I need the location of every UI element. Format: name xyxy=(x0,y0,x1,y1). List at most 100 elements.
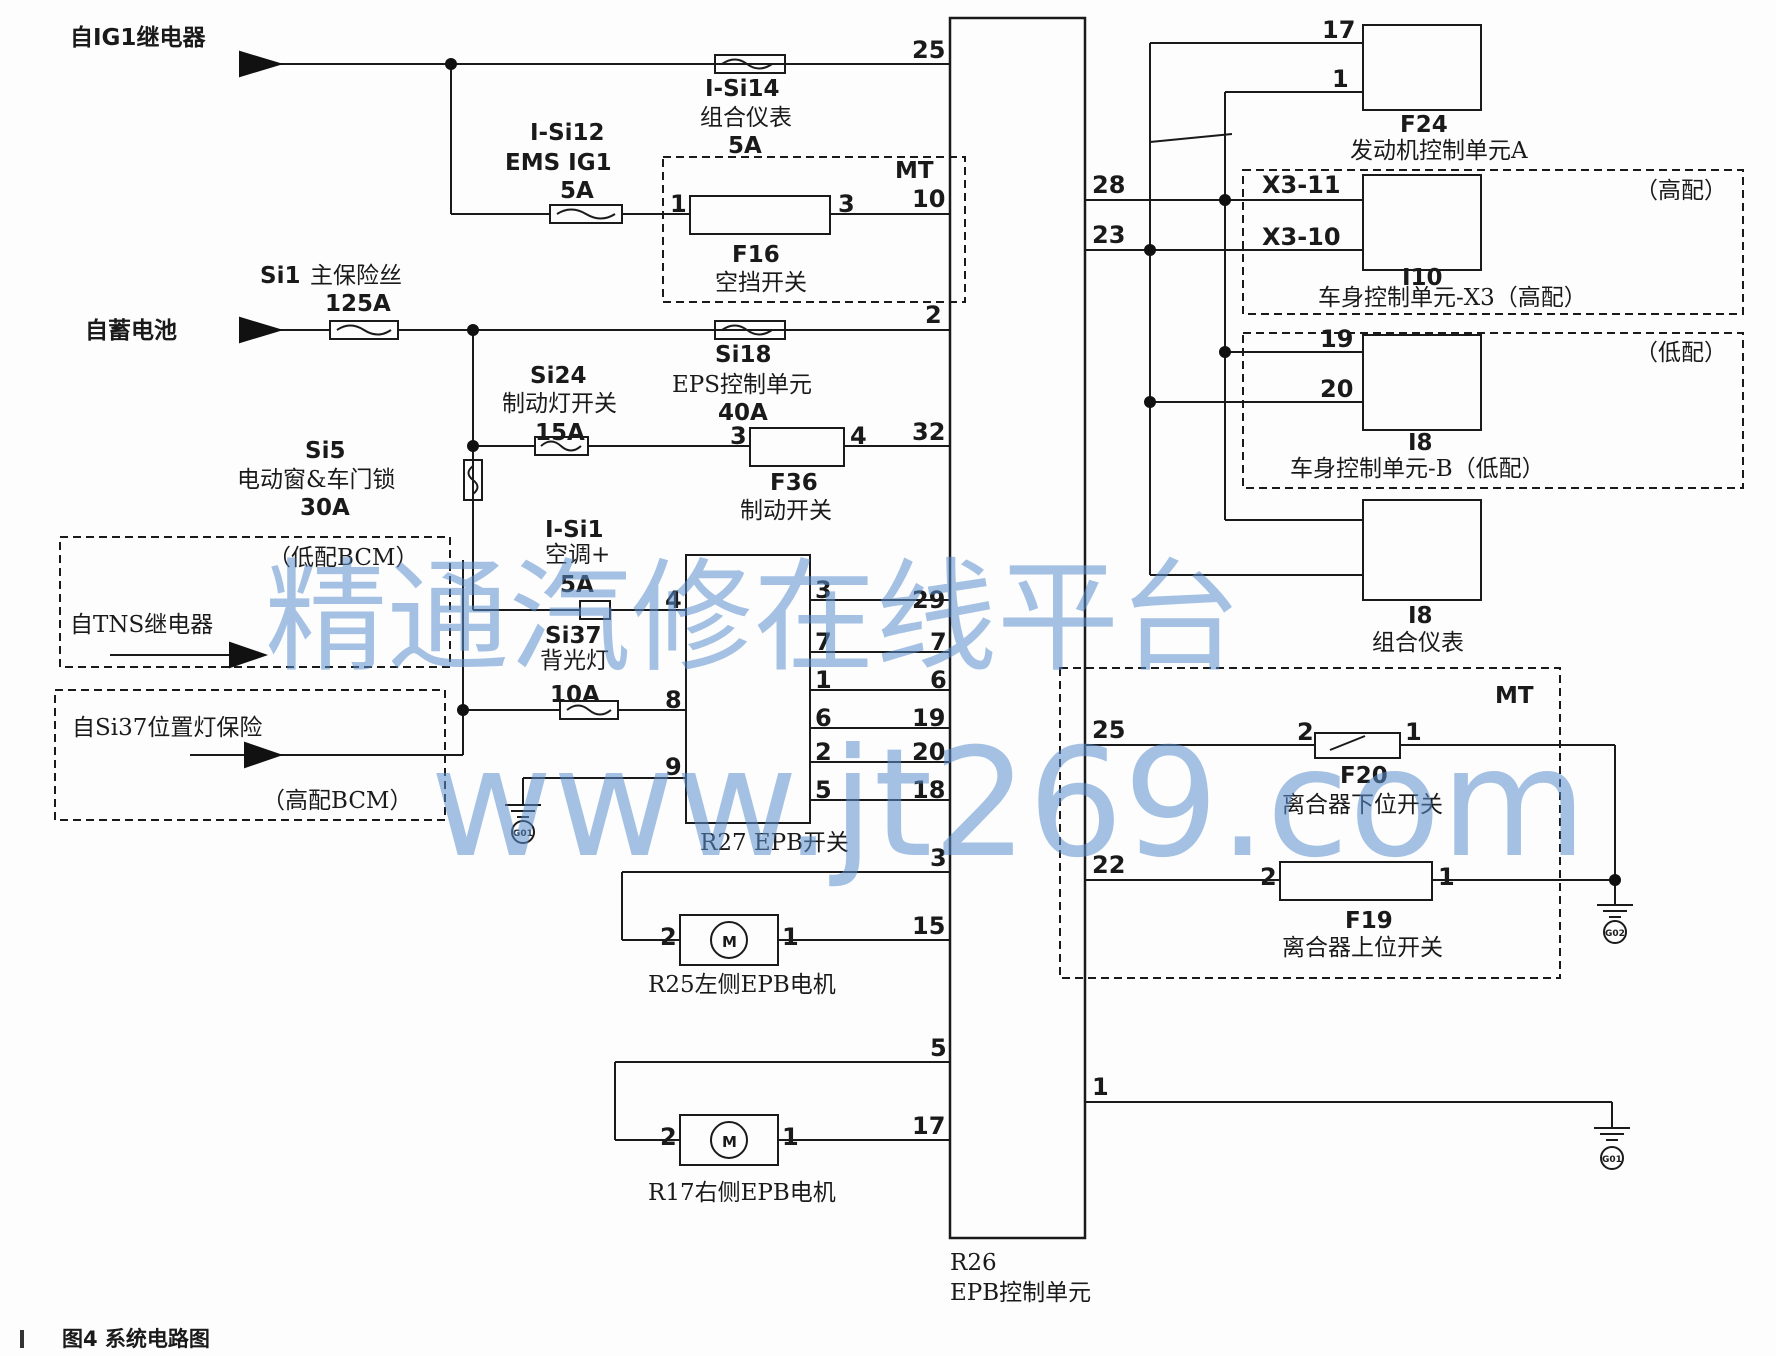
f36-name: 制动开关 xyxy=(740,498,832,524)
f16-pin: 3 xyxy=(838,190,855,218)
r27-pin: 1 xyxy=(815,666,832,694)
r27-pin: 6 xyxy=(815,704,832,732)
r26-name: EPB控制单元 xyxy=(950,1280,1091,1306)
f20-id: F20 xyxy=(1340,763,1388,789)
si37-arrow-icon xyxy=(244,741,284,769)
f24-pin: 17 xyxy=(1322,16,1355,44)
isi12-rating: 5A xyxy=(560,178,594,204)
high-bcm-label: （高配BCM） xyxy=(262,788,412,814)
f19-pin: 1 xyxy=(1438,863,1455,891)
r26-pin: 17 xyxy=(912,1112,945,1140)
f19-box xyxy=(1279,861,1433,901)
si5-id: Si5 xyxy=(305,438,345,464)
isi1-name: 空调+ xyxy=(545,542,610,568)
f20-pin: 1 xyxy=(1405,718,1422,746)
r26-pin: 10 xyxy=(912,185,945,213)
r17-label: R17右侧EPB电机 xyxy=(648,1180,836,1206)
f16-id: F16 xyxy=(732,242,780,268)
f24-name: 发动机控制单元A xyxy=(1350,138,1528,164)
r17-motor-icon: M xyxy=(722,1133,737,1151)
f19-name: 离合器上位开关 xyxy=(1282,935,1443,961)
f16-pin: 1 xyxy=(670,190,687,218)
isi14-rating: 5A xyxy=(728,133,762,159)
f16-box xyxy=(689,195,831,235)
low-bcm-box xyxy=(59,536,451,668)
r17-pin: 1 xyxy=(782,1123,799,1151)
r26-pin: 20 xyxy=(912,738,945,766)
r26-pin: 15 xyxy=(912,912,945,940)
isi12-name: EMS IG1 xyxy=(505,150,612,176)
r25-label: R25左侧EPB电机 xyxy=(648,972,836,998)
r17-box xyxy=(679,1114,779,1166)
f36-id: F36 xyxy=(770,470,818,496)
si18-id: Si18 xyxy=(715,342,771,368)
r26-pin: 2 xyxy=(925,301,942,329)
low-bcm-label: （低配BCM） xyxy=(268,545,418,571)
isi14-fuse xyxy=(714,54,786,74)
isi1-id: I-Si1 xyxy=(545,517,604,543)
i10-name: 车身控制单元-X3（高配） xyxy=(1318,285,1587,311)
si24-rating: 15A xyxy=(535,420,585,446)
si37-id: Si37 xyxy=(545,623,601,649)
r26-pin: 32 xyxy=(912,418,945,446)
r26-pin: 19 xyxy=(912,704,945,732)
si24-fuse xyxy=(534,436,589,456)
isi14-name: 组合仪表 xyxy=(700,105,792,131)
source-ig1: 自IG1继电器 xyxy=(70,24,206,51)
i10-pin: X3-11 xyxy=(1262,171,1341,199)
i8b-box xyxy=(1362,334,1482,431)
i8b-name: 车身控制单元-B（低配） xyxy=(1290,456,1545,482)
r27-pin: 3 xyxy=(815,576,832,604)
r26-pin: 28 xyxy=(1092,171,1125,199)
r25-pin: 2 xyxy=(660,923,677,951)
i8b-id: I8 xyxy=(1408,430,1433,456)
si37-rating: 10A xyxy=(550,682,600,708)
si5-rating: 30A xyxy=(300,495,350,521)
si18-name: EPS控制单元 xyxy=(672,372,812,398)
f36-box xyxy=(749,427,845,467)
r26-pin: 23 xyxy=(1092,221,1125,249)
i8b-tag: （低配） xyxy=(1635,340,1727,366)
si18-rating: 40A xyxy=(718,400,768,426)
r26-pin: 5 xyxy=(930,1034,947,1062)
i10-box xyxy=(1362,174,1482,271)
i8b-pin: 19 xyxy=(1320,325,1353,353)
clutch-mt-label: MT xyxy=(1495,683,1534,709)
f36-pin: 3 xyxy=(730,422,747,450)
caption-bar-icon xyxy=(20,1330,24,1348)
i10-tag: （高配） xyxy=(1635,178,1727,204)
si37-fuse xyxy=(559,700,619,720)
r26-pin: 7 xyxy=(930,628,947,656)
si37-name: 背光灯 xyxy=(540,648,609,674)
isi1-fuse xyxy=(579,600,611,620)
clutch-mt-box xyxy=(1059,667,1561,979)
f24-box xyxy=(1362,24,1482,111)
i10-id: I10 xyxy=(1402,265,1443,291)
ig1-arrow-icon xyxy=(239,50,284,78)
si1-name: 主保险丝 xyxy=(310,263,402,289)
f16-variant: MT xyxy=(895,158,934,184)
isi1-rating: 5A xyxy=(560,572,594,598)
isi12-id: I-Si12 xyxy=(530,120,605,146)
ground-g01-right-icon: G01 xyxy=(1602,1155,1622,1165)
r26-pin: 29 xyxy=(912,586,945,614)
r26-pin: 22 xyxy=(1092,851,1125,879)
watermark-line1: 精通汽修在线平台 xyxy=(265,547,1241,689)
r25-pin: 1 xyxy=(782,923,799,951)
r27-pin: 5 xyxy=(815,776,832,804)
f20-pin: 2 xyxy=(1297,718,1314,746)
tns-arrow-icon xyxy=(229,641,269,669)
r17-pin: 2 xyxy=(660,1123,677,1151)
si1-id: Si1 xyxy=(260,263,300,289)
si5-fuse xyxy=(463,459,483,501)
i10-dashed-box xyxy=(1242,169,1744,315)
r25-box xyxy=(679,914,779,966)
source-si37: 自Si37位置灯保险 xyxy=(72,715,262,741)
r27-label: R27 EPB开关 xyxy=(700,830,849,856)
r26-pin: 18 xyxy=(912,776,945,804)
isi12-fuse xyxy=(549,204,623,224)
f16-mt-box xyxy=(662,156,966,303)
r26-pin: 3 xyxy=(930,844,947,872)
